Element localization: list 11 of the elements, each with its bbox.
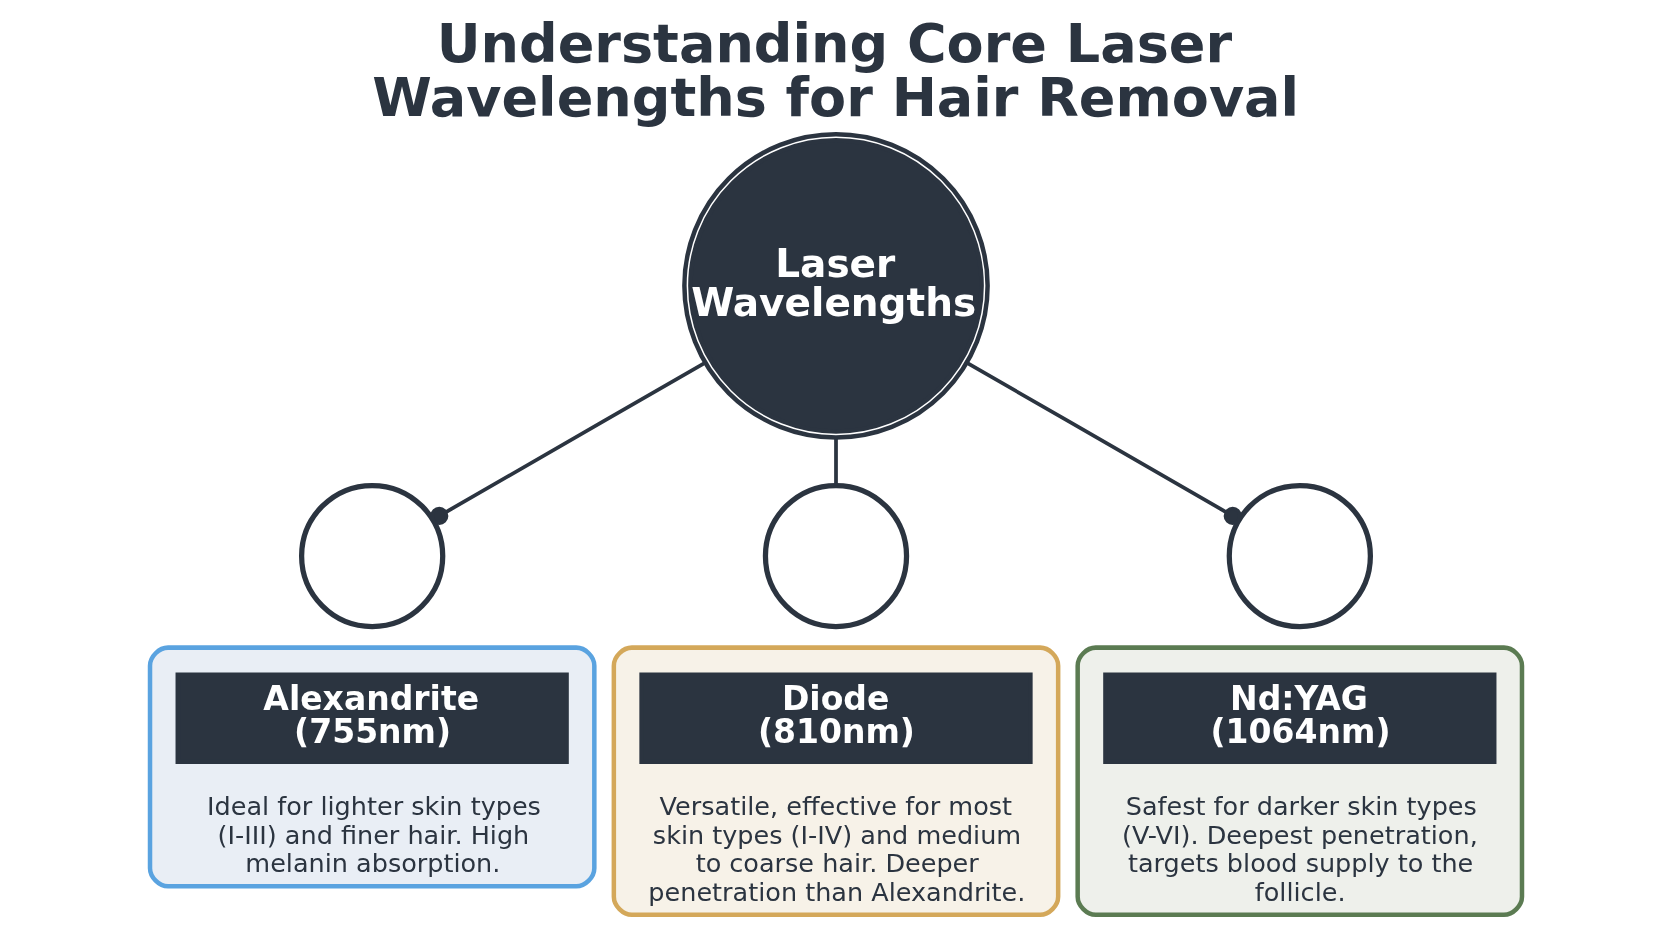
node-circle [762,482,910,630]
node-circle [299,482,446,630]
connector [966,361,1242,525]
diagram-title: Understanding Core Laser Wavelengths for Hair Removal [372,11,1300,129]
node-box: Diode (810nm) [639,672,1033,764]
connector [834,437,838,486]
connector [430,361,706,525]
node-box: Alexandrite (755nm) [175,672,569,764]
node-circle [1226,482,1373,630]
node-box: Nd:YAG (1064nm) [1103,672,1497,764]
node-circle: Laser Wavelengths [682,132,990,440]
